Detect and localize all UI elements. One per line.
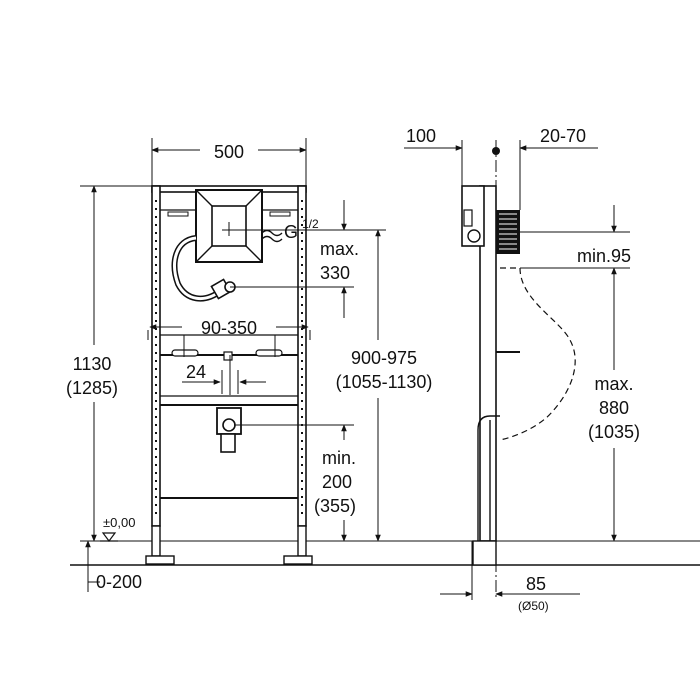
side-max-label: max. bbox=[594, 374, 633, 394]
zero-level-label: ±0,00 bbox=[103, 515, 135, 530]
level-triangle-icon bbox=[101, 532, 117, 542]
left-foot bbox=[151, 525, 161, 557]
top-max-value: 330 bbox=[320, 263, 350, 283]
thread-icon bbox=[261, 229, 283, 237]
side-max-value: 880 bbox=[599, 398, 629, 418]
bottom-min-alt: (355) bbox=[314, 496, 356, 516]
mid-height-alt-label: (1055-1130) bbox=[336, 372, 433, 392]
height-alt-label: (1285) bbox=[66, 378, 118, 398]
spacing-label: 90-350 bbox=[201, 318, 257, 338]
height-label: 1130 bbox=[73, 354, 112, 374]
bottom-min-value: 200 bbox=[322, 472, 352, 492]
pipe-label: 85 bbox=[526, 574, 546, 594]
urinal-outline bbox=[499, 267, 576, 441]
side-max-alt: (1035) bbox=[588, 422, 640, 442]
min-top-label: min.95 bbox=[577, 246, 631, 266]
thread-label: G bbox=[284, 222, 298, 242]
mid-height-label: 900-975 bbox=[351, 348, 417, 368]
offset-label: 24 bbox=[186, 362, 206, 382]
side-dimensions: 100 20-70 min.95 max. 880 (1035) 85 (Ø50… bbox=[404, 126, 640, 613]
width-label: 500 bbox=[214, 142, 244, 162]
frame-right-post bbox=[297, 185, 307, 527]
wall-dist-label: 100 bbox=[406, 126, 436, 146]
front-dimensions: 500 1130 (1285) ±0,00 0-200 G 1/2 max. 3… bbox=[66, 138, 432, 592]
frame-left-post bbox=[151, 185, 161, 527]
depth-label: 20-70 bbox=[540, 126, 586, 146]
side-frame bbox=[461, 140, 576, 600]
floor-adjust-label: 0-200 bbox=[96, 572, 142, 592]
front-frame bbox=[70, 185, 700, 566]
thread-fraction: 1/2 bbox=[302, 217, 319, 231]
flush-plate bbox=[496, 210, 520, 254]
bottom-min-label: min. bbox=[322, 448, 356, 468]
pipe-dia-label: (Ø50) bbox=[518, 599, 549, 613]
right-foot bbox=[297, 525, 307, 557]
side-box bbox=[461, 185, 485, 247]
top-max-label: max. bbox=[320, 239, 359, 259]
